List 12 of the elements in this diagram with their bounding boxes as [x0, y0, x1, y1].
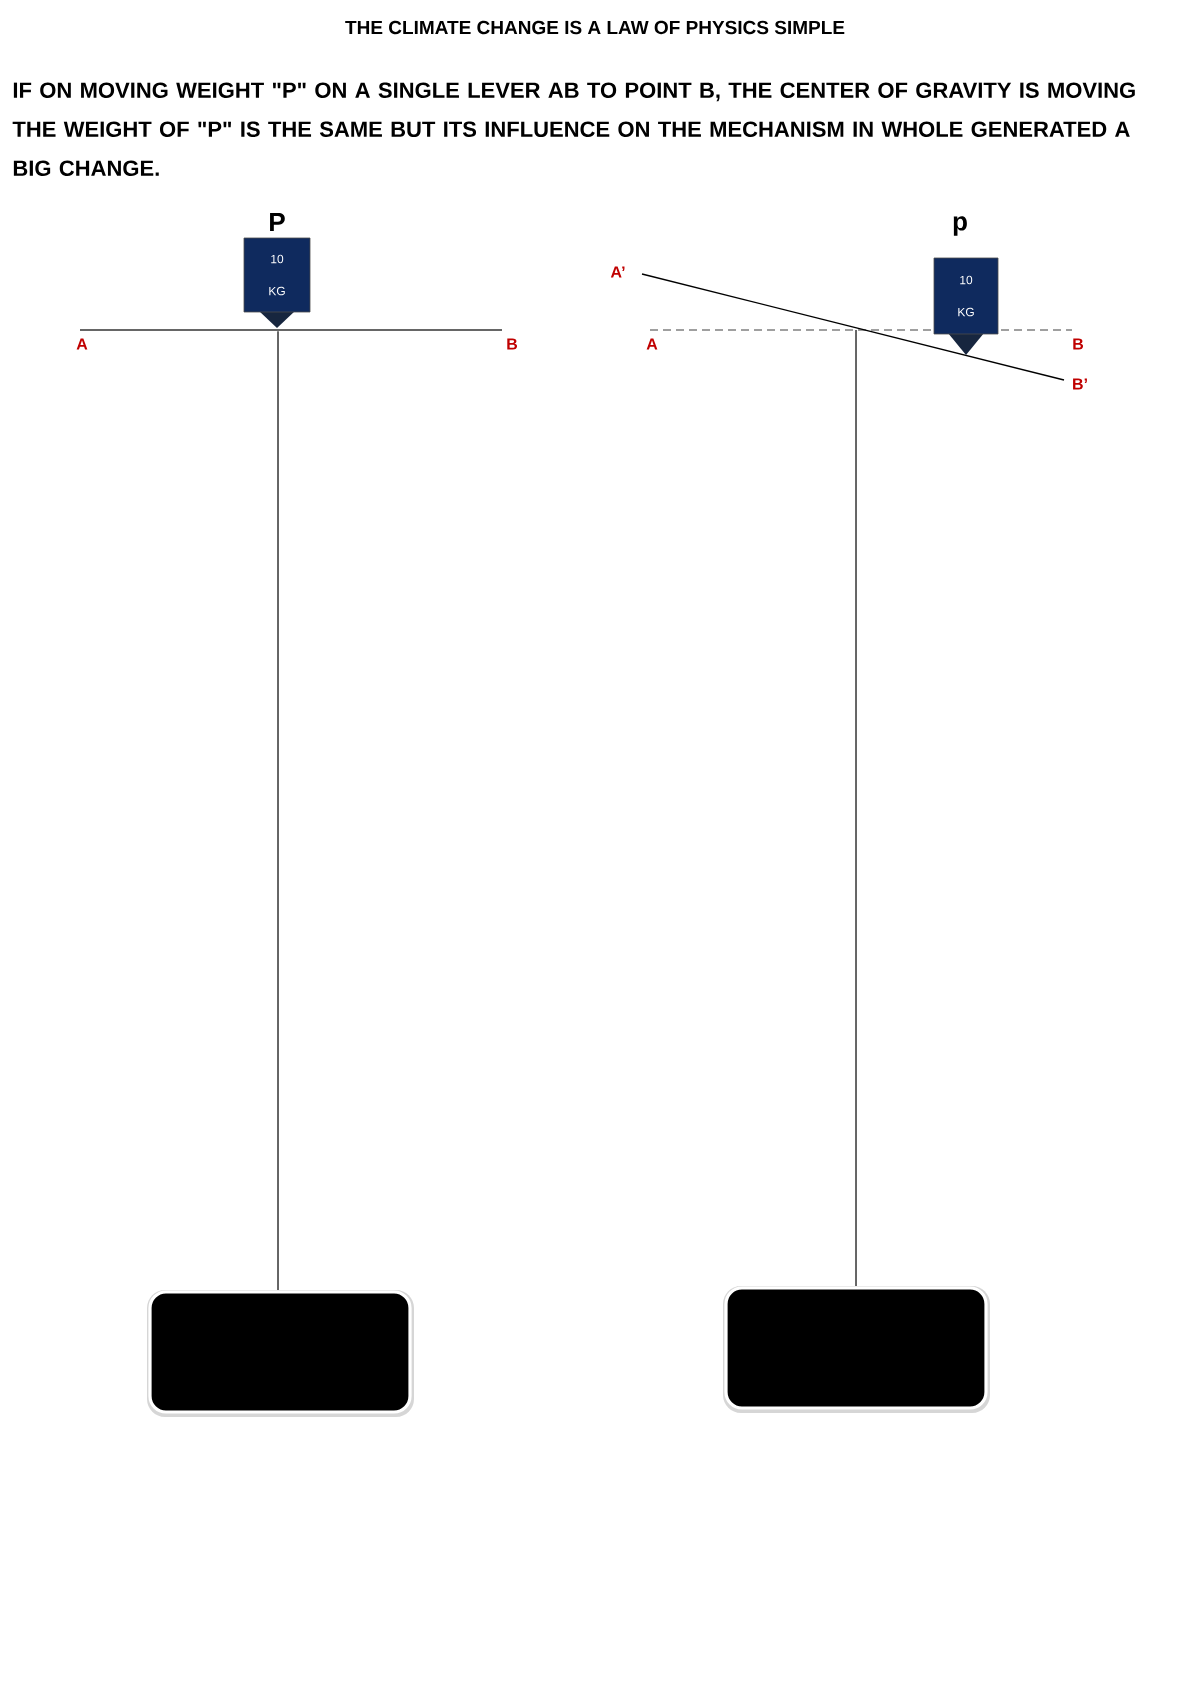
weight-label: p — [953, 216, 967, 236]
title: THE CLIMATE CHANGE IS A LAW OF PHYSICS SIMPLE — [345, 20, 845, 35]
weight-label: P — [270, 213, 285, 231]
point-label: B’ — [1073, 378, 1087, 390]
description-text: IF ON MOVING WEIGHT "P" ON A SINGLE LEVER AB TO POINT B, THE CENTER OF GRAVITY IS MOVING THE WEIGHT OF "P" IS THE SAME BUT ITS INFLUENCE ON THE MECHANISM IN WHOLE GENERATED A BIG CHANGE. — [12, 82, 1135, 176]
point-label: A — [76, 338, 88, 350]
point-label: B — [1073, 338, 1084, 350]
point-label: A’ — [610, 266, 625, 278]
point-label: A — [646, 338, 658, 350]
base-block — [723, 1286, 990, 1413]
point-label: B — [507, 338, 518, 350]
base-block — [147, 1290, 414, 1417]
